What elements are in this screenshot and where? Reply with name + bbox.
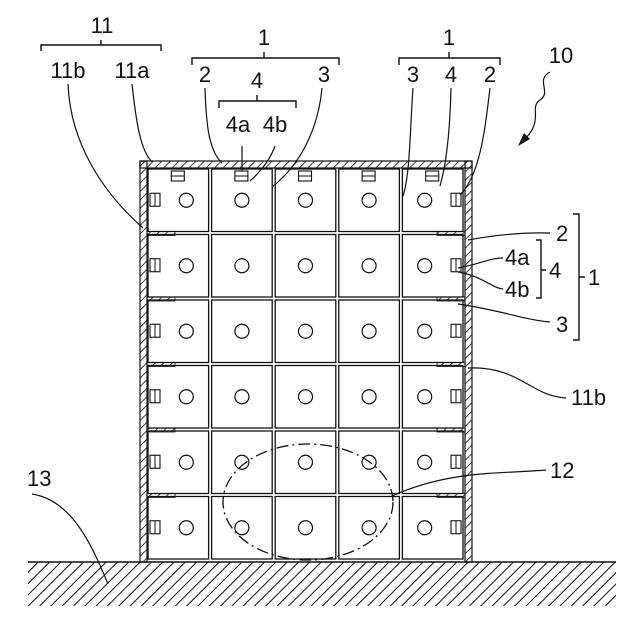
cell-terminal-circle [418, 259, 432, 273]
wall-spacer-left [147, 428, 175, 432]
bracket-4-side [536, 240, 546, 298]
cell-terminal-circle [362, 259, 376, 273]
cell-terminal-circle [235, 193, 249, 207]
label-2-side: 2 [556, 221, 568, 246]
label-4-top-center: 4 [251, 68, 263, 93]
leader-10 [522, 72, 550, 142]
cell-terminal-circle [179, 390, 193, 404]
label-12: 12 [550, 458, 574, 483]
label-3-top-right: 3 [407, 62, 419, 87]
bracket-11 [41, 40, 161, 51]
cell-terminal-circle [418, 455, 432, 469]
leader-11a [132, 84, 152, 162]
cell-terminal-circle [362, 521, 376, 535]
leader-2-side [468, 233, 550, 240]
label-4a-top: 4a [226, 112, 251, 137]
label-1-top-right: 1 [443, 25, 455, 50]
leader-11b-left [68, 84, 143, 228]
label-4a-side: 4a [505, 245, 530, 270]
bracket-1-side [573, 214, 585, 340]
label-2-top-right: 2 [484, 62, 496, 87]
label-11a: 11a [114, 58, 150, 83]
wall-spacer-right [437, 494, 465, 498]
label-11: 11 [91, 13, 114, 38]
cell-terminal-circle [362, 324, 376, 338]
cell-terminal-circle [418, 324, 432, 338]
label-3-side: 3 [556, 312, 568, 337]
label-4-top-right: 4 [445, 62, 457, 87]
label-13: 13 [27, 466, 51, 491]
ground-hatch [28, 562, 616, 606]
label-4b-side: 4b [505, 277, 529, 302]
wall-spacer-left [147, 232, 175, 236]
cell-terminal-circle [235, 521, 249, 535]
cell-terminal-circle [362, 193, 376, 207]
leader-2-center [205, 88, 222, 163]
cell-terminal-circle [179, 259, 193, 273]
module-grid [147, 169, 465, 559]
cell-terminal-circle [235, 390, 249, 404]
wall-spacer-right [437, 232, 465, 236]
label-1-side: 1 [588, 265, 600, 290]
wall-spacer-right [437, 297, 465, 301]
cell-terminal-circle [299, 193, 313, 207]
cell-terminal-circle [179, 455, 193, 469]
label-1-top-center: 1 [258, 25, 270, 50]
cell-terminal-circle [235, 324, 249, 338]
cell-terminal-circle [418, 193, 432, 207]
wall-spacer-right [437, 363, 465, 367]
cell-terminal-circle [299, 390, 313, 404]
housing-top-wall [140, 161, 472, 168]
bracket-4-top [219, 95, 296, 108]
label-11b-top: 11b [50, 58, 85, 83]
wall-spacer-left [147, 363, 175, 367]
cell-terminal-circle [299, 521, 313, 535]
cell-terminal-circle [418, 521, 432, 535]
leader-11b-right [468, 368, 566, 398]
wall-spacer-right [437, 428, 465, 432]
cell-terminal-circle [299, 259, 313, 273]
cell-terminal-circle [179, 193, 193, 207]
housing-left-wall [140, 161, 147, 562]
label-10: 10 [549, 43, 573, 68]
cell-terminal-circle [299, 455, 313, 469]
housing-right-wall [465, 161, 472, 562]
cell-terminal-circle [179, 521, 193, 535]
cell-terminal-circle [235, 259, 249, 273]
label-3-top-center: 3 [318, 62, 330, 87]
label-2-top-center: 2 [199, 62, 211, 87]
label-4b-top: 4b [263, 112, 287, 137]
label-4-side: 4 [549, 258, 561, 283]
wall-spacer-left [147, 494, 175, 498]
wall-spacer-left [147, 297, 175, 301]
cell-terminal-circle [362, 390, 376, 404]
label-11b-right: 11b [571, 385, 606, 410]
cell-terminal-circle [299, 324, 313, 338]
cell-terminal-circle [179, 324, 193, 338]
cell-terminal-circle [418, 390, 432, 404]
